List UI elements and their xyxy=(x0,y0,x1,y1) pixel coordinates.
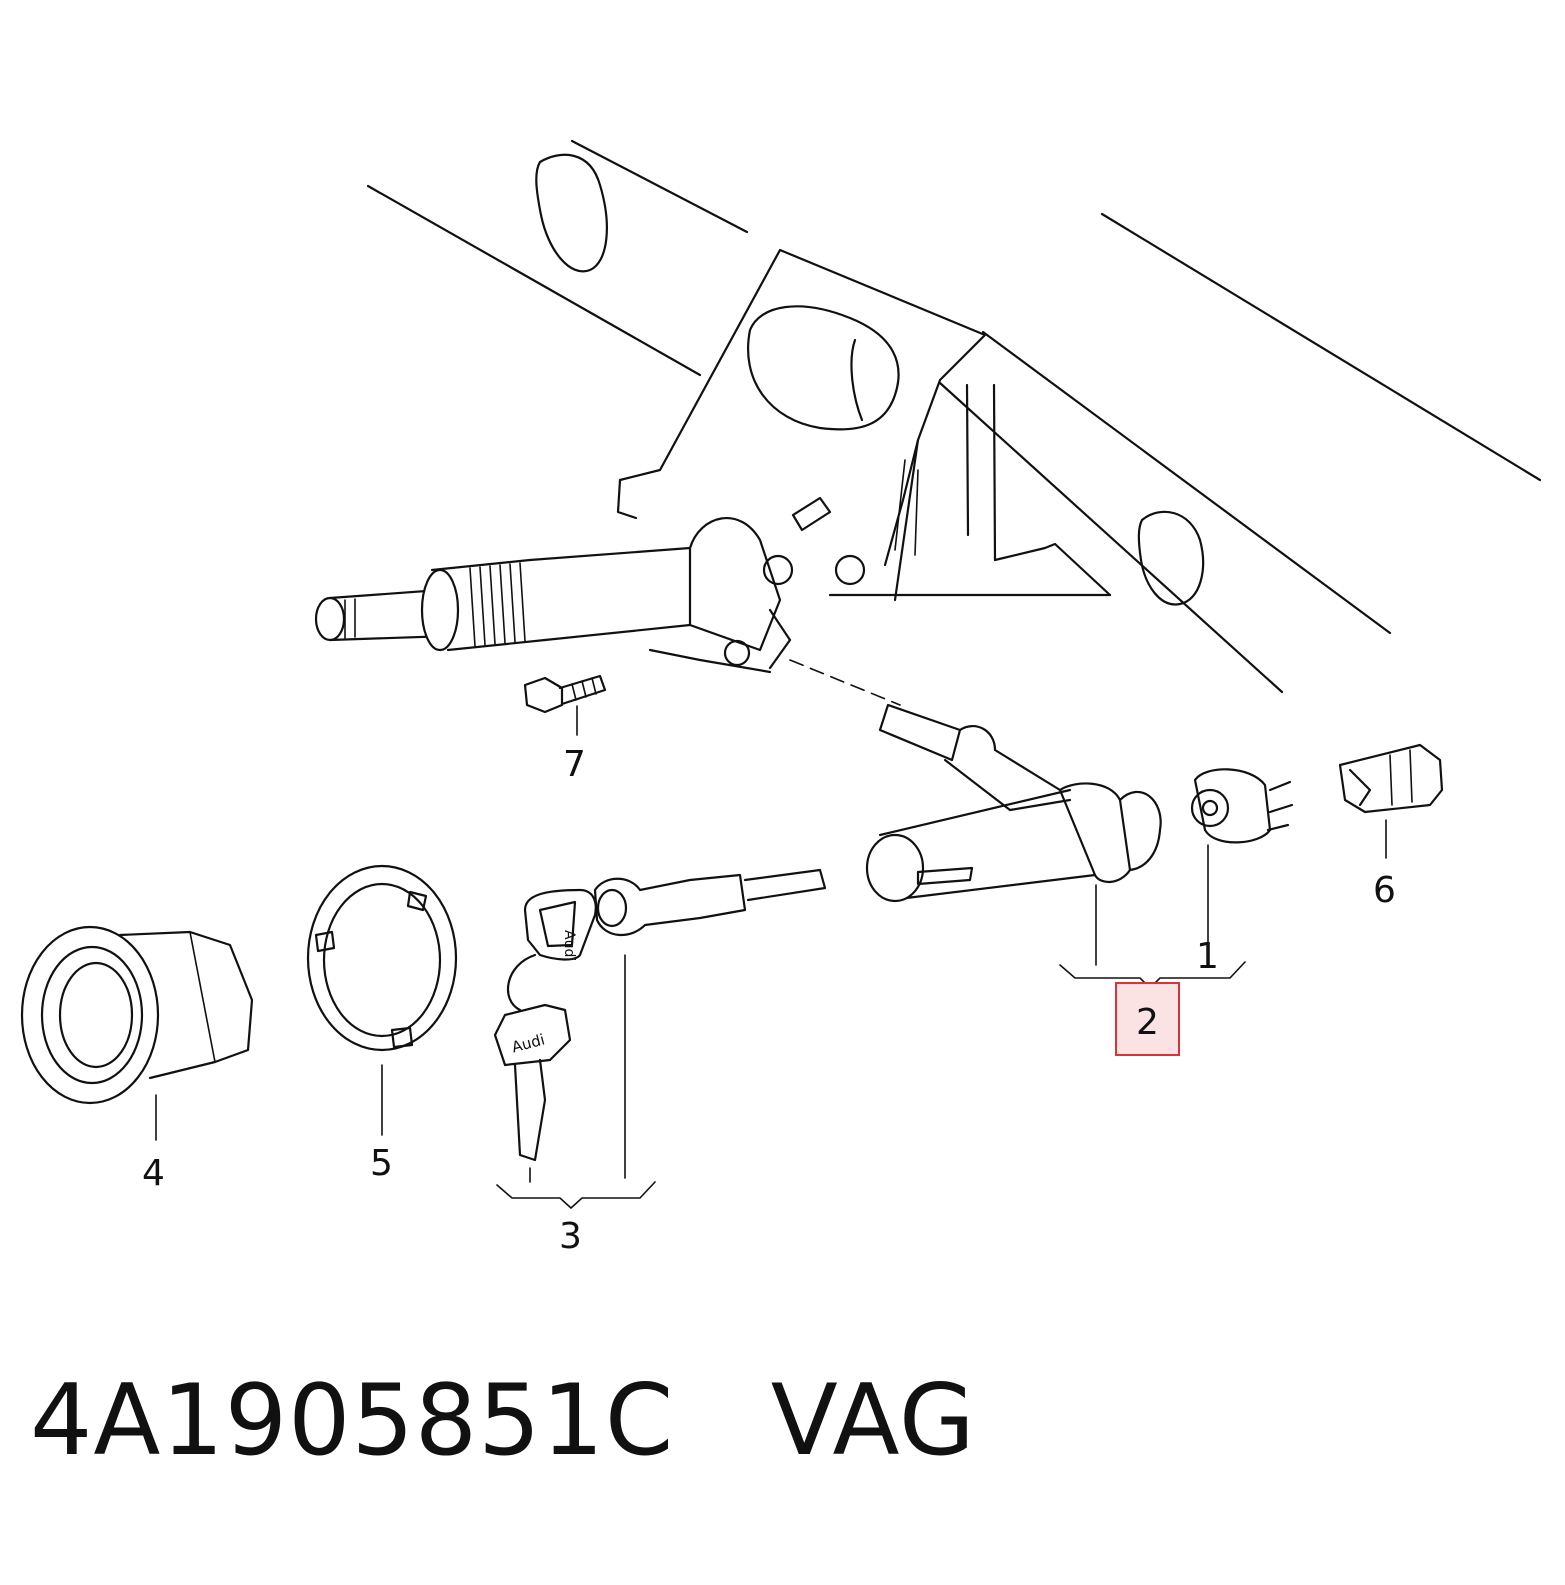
callout-5[interactable]: 5 xyxy=(370,1143,393,1184)
callout-2-highlight xyxy=(1115,982,1180,1056)
part-number-label: 4A1905851C VAG xyxy=(30,1372,976,1470)
body-cross-member xyxy=(366,139,1542,694)
part-5-retaining-ring xyxy=(306,864,458,1052)
assembly-axis xyxy=(789,659,901,706)
callout-numbers: 1 2 3 4 5 6 7 xyxy=(142,744,1396,1257)
spline-ribs xyxy=(469,562,526,647)
steering-column xyxy=(314,517,866,670)
part-1-ignition-switch xyxy=(1190,768,1294,844)
part-7-screw xyxy=(523,674,607,714)
key-brand-upper: Audi xyxy=(561,930,577,961)
callout-1[interactable]: 1 xyxy=(1196,936,1219,977)
callout-6[interactable]: 6 xyxy=(1373,870,1396,911)
part-6-connector xyxy=(1338,743,1444,814)
callout-4[interactable]: 4 xyxy=(142,1153,165,1194)
column-mounting-bracket xyxy=(616,248,1112,674)
callout-7[interactable]: 7 xyxy=(563,744,586,785)
part-4-bezel xyxy=(20,925,254,1105)
callout-3[interactable]: 3 xyxy=(559,1216,582,1257)
part-3-lock-cylinder-and-keys: Audi Audi xyxy=(493,868,827,1162)
part-2-lock-housing xyxy=(865,703,1162,903)
exploded-parts-diagram: Audi Audi 1 2 3 4 5 6 7 xyxy=(20,139,1542,1257)
part-number: 4A1905851C xyxy=(30,1364,675,1478)
callout-2[interactable]: 2 xyxy=(1136,1002,1159,1043)
brand-name: VAG xyxy=(770,1364,976,1478)
key-brand-lower: Audi xyxy=(510,1030,547,1056)
